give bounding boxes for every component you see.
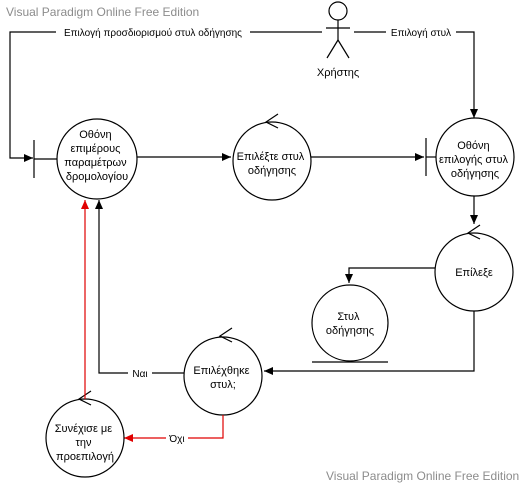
control-circle <box>232 121 312 201</box>
control-arrowhead <box>466 224 481 240</box>
control-continue-default[interactable]: Συνέχισε με την προεπιλογή <box>45 390 125 478</box>
control-choose-label: Επίλεξε <box>455 267 493 279</box>
boundary-circle <box>56 118 138 200</box>
watermark-top: Visual Paradigm Online Free Edition <box>6 5 199 19</box>
control-chosen-label: Επιλέχθηκε στυλ; <box>193 365 252 391</box>
edge-label-bg-yes <box>128 367 152 379</box>
actor-left-leg <box>326 39 339 59</box>
actor-right-leg <box>337 39 350 59</box>
entity-style-label: Στυλ οδήγησης <box>326 311 374 337</box>
edge-label-bg-no <box>166 432 188 444</box>
edge-label-bg-1 <box>56 25 250 39</box>
control-select-style-label: Επιλέξτε στυλ οδήγησης <box>237 151 308 177</box>
edge-label-yes: Ναι <box>132 369 147 380</box>
entity-circle <box>311 284 389 362</box>
actor-head <box>328 1 348 21</box>
boundary-params-label: Οθόνη επιμέρους παραμέτρων δρομολογίου <box>64 129 129 183</box>
edge-choose-to-style-entity[interactable] <box>345 267 435 283</box>
control-arrowhead <box>264 113 279 129</box>
edge-actor-to-style-screen[interactable] <box>354 31 478 118</box>
boundary-circle <box>435 117 515 197</box>
control-style-chosen[interactable]: Επιλέχθηκε στυλ; <box>183 327 263 416</box>
control-select-style[interactable]: Επιλέξτε στυλ οδήγησης <box>232 113 312 201</box>
control-arrowhead <box>77 390 92 406</box>
boundary-style-screen-label: Οθόνη επιλογής στυλ οδήγησης <box>439 140 511 180</box>
actor-label: Χρήστης <box>317 67 359 79</box>
edge-choose-to-chosen[interactable] <box>264 311 475 375</box>
edge-label-actor-to-params: Επιλογή προσδιορισμού στυλ οδήγησης <box>64 27 242 39</box>
control-choose[interactable]: Επίλεξε <box>434 224 514 312</box>
control-continue-label: Συνέχισε με την προεπιλογή <box>55 423 116 463</box>
boundary-style-screen[interactable]: Οθόνη επιλογής στυλ οδήγησης <box>425 117 515 197</box>
control-arrowhead <box>218 327 233 343</box>
edge-yes-to-params[interactable] <box>95 200 184 374</box>
entity-driving-style[interactable]: Στυλ οδήγησης <box>311 284 389 363</box>
edge-label-bg-2 <box>386 25 456 39</box>
watermark-bottom: Visual Paradigm Online Free Edition <box>326 469 519 483</box>
actor-user[interactable]: Χρήστης <box>317 1 359 79</box>
boundary-params-screen[interactable]: Οθόνη επιμέρους παραμέτρων δρομολογίου <box>33 118 138 200</box>
edge-label-actor-to-style-screen: Επιλογή στυλ <box>391 27 451 39</box>
edge-label-no: Όχι <box>168 434 184 445</box>
edge-no-to-continue[interactable] <box>124 415 224 442</box>
